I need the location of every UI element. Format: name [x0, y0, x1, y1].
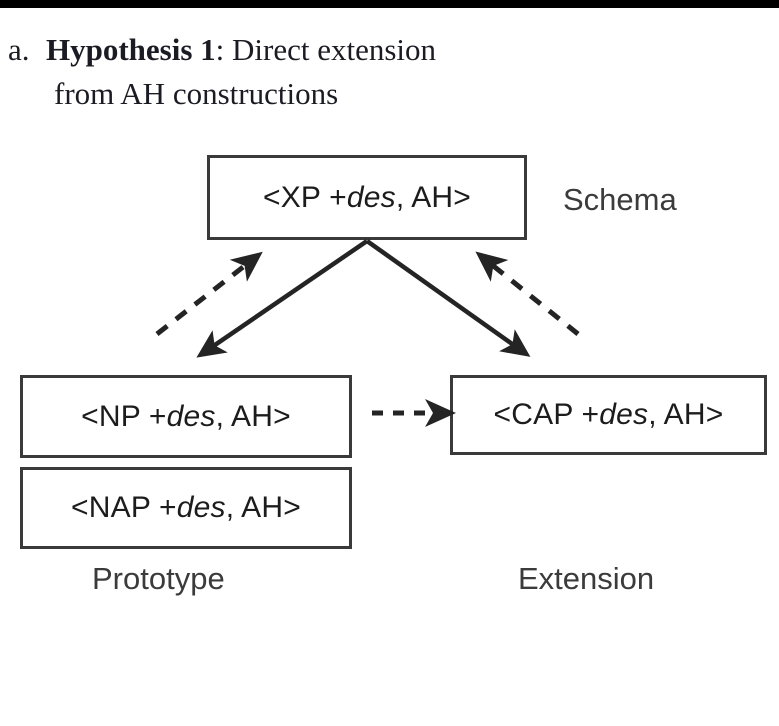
nap-box-prefix: <NAP +: [71, 491, 177, 524]
extension-label: Extension: [518, 561, 655, 596]
caption-hypothesis-bold: Hypothesis 1: [46, 32, 216, 67]
prototype-np-construction-box: <NP + des, AH>: [20, 375, 352, 458]
schema-label: Schema: [563, 182, 677, 217]
caption-line-2: from AH constructions: [54, 76, 339, 111]
extension-cap-construction-box: <CAP + des, AH>: [450, 375, 767, 455]
prototype-nap-construction-box: <NAP + des, AH>: [20, 467, 352, 549]
caption-item-marker: a.: [8, 32, 30, 67]
nap-box-suffix: , AH>: [225, 491, 301, 524]
caption-rest: : Direct extension: [215, 32, 437, 67]
figure-caption: a. Hypothesis 1: Direct extension from AH…: [8, 28, 708, 116]
schema-box-prefix: <XP +: [262, 180, 347, 214]
np-box-italic-des: des: [166, 399, 216, 433]
schema-box-italic-des: des: [346, 180, 396, 214]
cap-box-suffix: , AH>: [648, 398, 724, 431]
arrow-schema-to-extension: [365, 239, 531, 357]
arrow-prototype-to-schema: [155, 251, 263, 336]
cap-box-italic-des: des: [599, 398, 649, 431]
np-box-suffix: , AH>: [215, 399, 291, 433]
prototype-label: Prototype: [92, 561, 225, 596]
schema-construction-box: <XP + des, AH>: [207, 155, 527, 240]
top-black-bar: [0, 0, 779, 8]
cap-box-prefix: <CAP +: [493, 398, 600, 431]
nap-box-italic-des: des: [176, 491, 226, 524]
arrow-schema-to-prototype: [196, 239, 369, 358]
np-box-prefix: <NP +: [81, 399, 167, 433]
arrow-extension-to-schema: [475, 251, 580, 336]
schema-box-suffix: , AH>: [395, 180, 472, 214]
